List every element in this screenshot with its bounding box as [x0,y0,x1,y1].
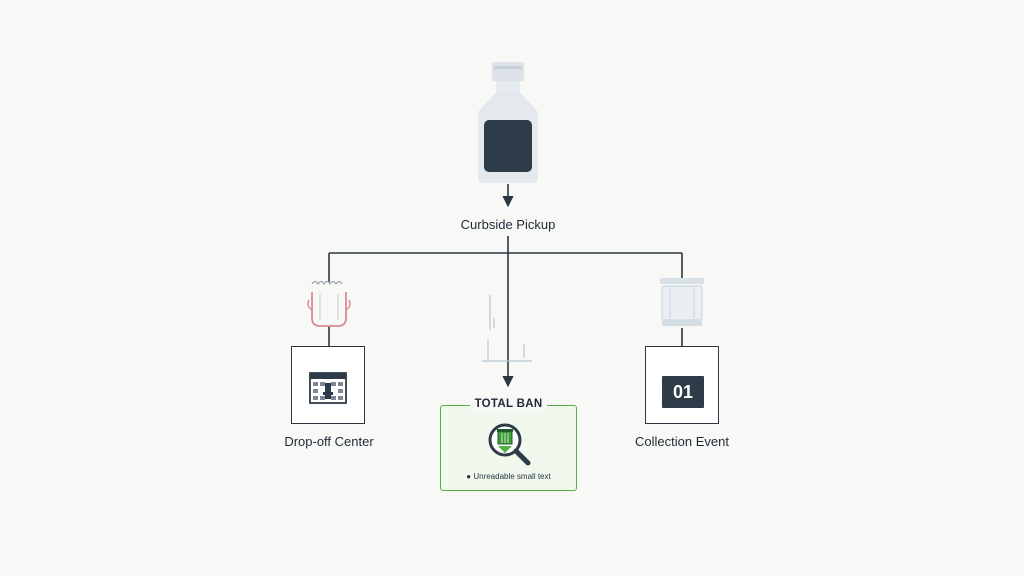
event-number-badge: 01 [662,376,704,408]
curbside-pickup-label: Curbside Pickup [460,217,556,232]
total-ban-title: TOTAL BAN [469,398,548,410]
bottle-icon [478,62,538,183]
drop-off-center-label: Drop-off Center [284,434,374,449]
magnifier-icon [488,423,531,466]
collection-event-label: Collection Event [635,434,729,449]
container-icon [660,278,704,326]
total-ban-footnote: ● Unreadable small text [466,472,551,481]
bag-icon [307,280,351,327]
collection-event-box: 01 [645,346,719,424]
calendar-icon [309,372,347,404]
drop-off-center-box [291,346,365,424]
faint-guide-marks [482,295,532,362]
total-ban-box: TOTAL BAN ● Unreadable small text [440,398,577,491]
